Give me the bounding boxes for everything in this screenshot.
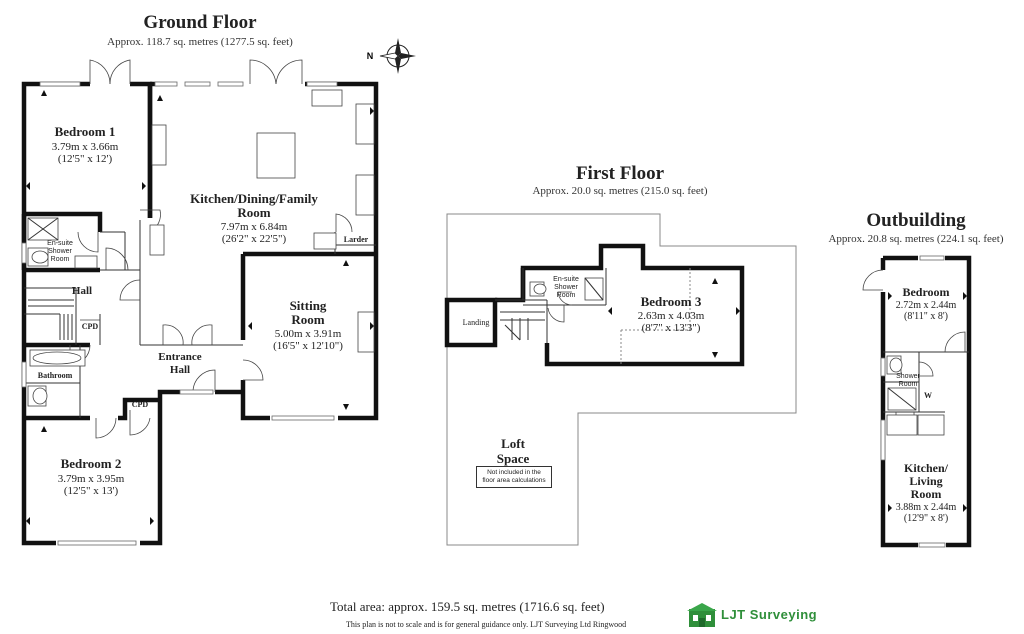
- loft-note-line2: floor area calculations: [482, 476, 546, 484]
- loft-note-line1: Not included in the: [487, 469, 541, 476]
- ob-bedroom-name: Bedroom: [902, 285, 949, 299]
- sitting-name-line2: Room: [291, 312, 324, 327]
- ground-floor-measure-arrows: [26, 90, 374, 525]
- cpd2-label: CPD: [132, 400, 149, 409]
- bedroom2-dim-ft: (12'5" x 13'): [64, 485, 119, 497]
- ground-floor-fixtures: [27, 89, 375, 407]
- bedroom1-name: Bedroom 1: [55, 124, 116, 139]
- first-floor-title: First Floor: [575, 163, 665, 184]
- ensuite-label-line1: En-suite: [47, 240, 73, 247]
- ob-w-label: W: [924, 391, 932, 400]
- first-floor-loft-outline: [446, 213, 797, 546]
- bathroom-label: Bathroom: [38, 371, 73, 380]
- bedroom2-name: Bedroom 2: [61, 456, 122, 471]
- larder-label: Larder: [344, 235, 369, 244]
- disclaimer-note: This plan is not to scale and is for gen…: [346, 620, 627, 629]
- entrance-hall-line1: Entrance: [158, 351, 202, 363]
- ff-ensuite-line1: En-suite: [553, 276, 579, 283]
- hall-label: Hall: [72, 285, 92, 297]
- landing-label: Landing: [463, 318, 490, 327]
- bedroom2-dim-m: 3.79m x 3.95m: [58, 473, 125, 485]
- first-floor-walls: [444, 243, 745, 367]
- ground-floor-doors: [69, 59, 353, 439]
- outbuilding-title: Outbuilding: [866, 210, 966, 231]
- ob-shower-line2: Room: [899, 381, 918, 388]
- sitting-dim-ft: (16'5" x 12'10"): [273, 340, 343, 352]
- compass-icon: N: [367, 38, 416, 74]
- sitting-dim-m: 5.00m x 3.91m: [275, 328, 342, 340]
- bedroom1-dim-m: 3.79m x 3.66m: [52, 141, 119, 153]
- bedroom3-dim-ft: (8'7" x 13'3"): [642, 322, 701, 334]
- house-logo-icon: [687, 603, 717, 627]
- bedroom3-name: Bedroom 3: [641, 294, 702, 309]
- bedroom1-dim-ft: (12'5" x 12'): [58, 153, 113, 165]
- logo-text: LJT Surveying: [721, 607, 818, 622]
- ob-kitchen-line2: Living: [909, 474, 942, 488]
- outbuilding-area: Approx. 20.8 sq. metres (224.1 sq. feet): [828, 233, 1004, 245]
- loft-note-box: Not included in the floor area calculati…: [476, 466, 552, 488]
- outbuilding-fixtures: [862, 255, 967, 548]
- kitchen-name-line2: Room: [237, 205, 270, 220]
- entrance-hall-line2: Hall: [170, 364, 190, 376]
- kitchen-name-line1: Kitchen/Dining/Family: [190, 191, 318, 206]
- ob-bedroom-dim-m: 2.72m x 2.44m: [896, 300, 957, 311]
- ob-kitchen-line1: Kitchen/: [904, 461, 949, 475]
- first-floor-area: Approx. 20.0 sq. metres (215.0 sq. feet): [532, 185, 708, 197]
- ob-bedroom-dim-ft: (8'11" x 8'): [904, 311, 948, 322]
- kitchen-dim-m: 7.97m x 6.84m: [221, 221, 288, 233]
- ground-floor-windows: [21, 81, 338, 546]
- first-floor-fixtures: [500, 268, 740, 364]
- cpd1-label: CPD: [82, 322, 99, 331]
- kitchen-dim-ft: (26'2" x 22'5"): [222, 233, 287, 245]
- ground-floor-walls: [21, 81, 379, 546]
- sitting-name-line1: Sitting: [290, 298, 327, 313]
- ensuite-label-line2: Shower: [48, 248, 72, 255]
- compass-north-label: N: [367, 51, 374, 61]
- total-area: Total area: approx. 159.5 sq. metres (17…: [330, 599, 605, 614]
- ff-ensuite-line3: Room: [557, 292, 576, 299]
- ground-floor-area: Approx. 118.7 sq. metres (1277.5 sq. fee…: [107, 36, 293, 48]
- bedroom3-dim-m: 2.63m x 4.03m: [638, 310, 705, 322]
- loft-label-line2: Space: [497, 451, 530, 466]
- loft-label-line1: Loft: [501, 436, 526, 451]
- ob-kitchen-line3: Room: [911, 487, 942, 501]
- ff-ensuite-line2: Shower: [554, 284, 578, 291]
- ensuite-label-line3: Room: [51, 256, 70, 263]
- ljt-surveying-logo: LJT Surveying: [687, 603, 847, 629]
- ob-kitchen-dim-m: 3.88m x 2.44m: [896, 502, 957, 513]
- ground-floor-title: Ground Floor: [143, 12, 257, 33]
- ob-shower-line1: Shower: [896, 373, 920, 380]
- ob-kitchen-dim-ft: (12'9" x 8'): [904, 513, 948, 524]
